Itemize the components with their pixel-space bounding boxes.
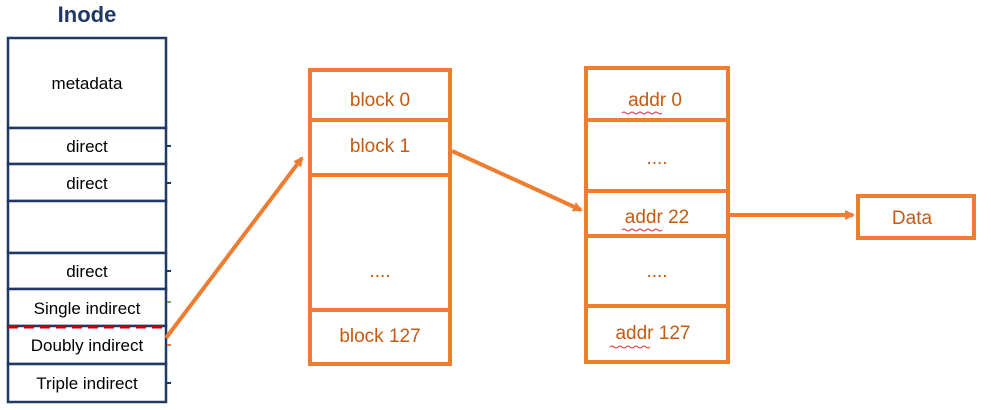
inode-cell-blank bbox=[6, 199, 168, 255]
inode-cell-doubly-indirect bbox=[6, 324, 168, 366]
inode-label-triple-indirect: Triple indirect bbox=[36, 374, 138, 393]
address-table: addr 0 .... addr 22 .... addr 127 bbox=[584, 66, 730, 364]
block-cell-ellipsis bbox=[308, 173, 452, 312]
arrow-block-1-to-addr-22 bbox=[451, 149, 583, 212]
spellcheck-underline-addr-22 bbox=[621, 228, 663, 232]
spellcheck-underline-addr-127 bbox=[609, 345, 651, 349]
block-cell-127 bbox=[308, 308, 452, 366]
inode-label-metadata: metadata bbox=[52, 74, 123, 93]
inode-label-direct-3: direct bbox=[66, 262, 108, 281]
inode-title: Inode bbox=[58, 2, 117, 27]
arrow-doubly-indirect-to-block-1 bbox=[164, 156, 304, 340]
addr-cell-0 bbox=[584, 66, 730, 122]
inode-label-direct-2: direct bbox=[66, 174, 108, 193]
addr-label-22: addr 22 bbox=[625, 207, 689, 228]
addr-cell-127 bbox=[584, 304, 730, 364]
data-box bbox=[856, 194, 976, 240]
inode-label-doubly-indirect: Doubly indirect bbox=[31, 336, 144, 355]
addr-label-ellipsis-1: .... bbox=[646, 148, 667, 169]
indirect-block-table: block 0 block 1 .... block 127 bbox=[308, 68, 452, 366]
addr-label-127: addr 127 bbox=[615, 323, 690, 344]
block-label-ellipsis: .... bbox=[369, 261, 390, 282]
addr-label-0: addr 0 bbox=[628, 90, 682, 111]
inode-table: metadata direct direct direct Single ind… bbox=[6, 36, 168, 404]
inode-cell-triple-indirect bbox=[6, 362, 168, 404]
inode-cell-direct-3 bbox=[6, 251, 168, 291]
spellcheck-underline-addr-0 bbox=[621, 111, 663, 115]
inode-cell-metadata bbox=[6, 36, 168, 130]
block-label-0: block 0 bbox=[350, 90, 410, 111]
inode-label-direct-1: direct bbox=[66, 137, 108, 156]
inode-edge-ticks bbox=[167, 145, 171, 384]
addr-cell-ellipsis-2 bbox=[584, 234, 730, 308]
block-label-1: block 1 bbox=[350, 136, 410, 157]
addr-cell-22 bbox=[584, 189, 730, 238]
inode-label-single-indirect: Single indirect bbox=[34, 299, 141, 318]
block-label-127: block 127 bbox=[339, 326, 420, 347]
addr-label-ellipsis-2: .... bbox=[646, 261, 667, 282]
data-box-label: Data bbox=[892, 208, 933, 229]
